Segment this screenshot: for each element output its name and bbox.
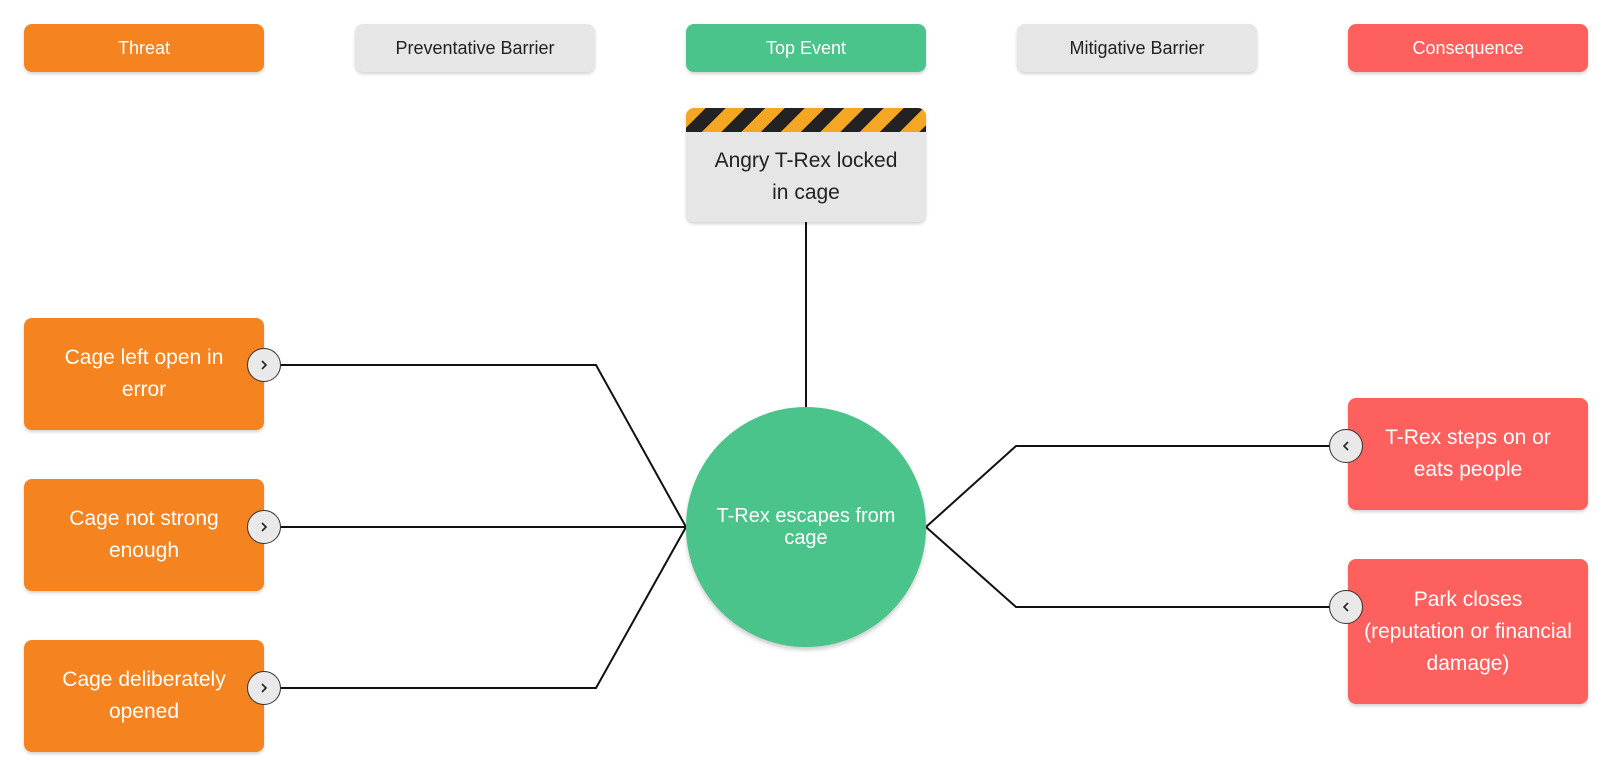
consequence-label-1: T-Rex steps on or eats people xyxy=(1385,426,1551,481)
chevron-left-icon xyxy=(1342,441,1349,451)
chevron-right-icon xyxy=(261,360,268,370)
header-threat: Threat xyxy=(24,24,264,72)
hazard-box[interactable]: Angry T-Rex locked in cage xyxy=(686,108,926,222)
header-preventative-barrier: Preventative Barrier xyxy=(355,24,595,72)
threat-connector-1 xyxy=(278,364,687,528)
consequence-connector-1 xyxy=(925,445,1330,528)
hazard-label: Angry T-Rex locked in cage xyxy=(714,149,898,204)
threat-connector-3 xyxy=(278,526,687,689)
consequence-expand-button-1[interactable] xyxy=(1329,429,1363,463)
hazard-stripes xyxy=(686,108,926,132)
chevron-right-icon xyxy=(261,683,268,693)
chevron-left-icon xyxy=(1342,602,1349,612)
consequence-box-1[interactable]: T-Rex steps on or eats people xyxy=(1348,398,1588,510)
top-event-label: T-Rex escapes from cage xyxy=(716,505,896,549)
threat-label-2: Cage not strong enough xyxy=(69,507,219,562)
threat-expand-button-1[interactable] xyxy=(247,348,281,382)
consequence-box-2[interactable]: Park closes (reputation or financial dam… xyxy=(1348,559,1588,704)
threat-label-3: Cage deliberately opened xyxy=(62,668,226,723)
threat-expand-button-2[interactable] xyxy=(247,510,281,544)
header-consequence: Consequence xyxy=(1348,24,1588,72)
threat-label-1: Cage left open in error xyxy=(64,346,224,401)
consequence-label-2: Park closes (reputation or financial dam… xyxy=(1364,587,1572,675)
threat-box-1[interactable]: Cage left open in error xyxy=(24,318,264,430)
header-top-event: Top Event xyxy=(686,24,926,72)
top-event-circle[interactable]: T-Rex escapes from cage xyxy=(686,407,926,647)
chevron-right-icon xyxy=(261,522,268,532)
threat-box-3[interactable]: Cage deliberately opened xyxy=(24,640,264,752)
threat-box-2[interactable]: Cage not strong enough xyxy=(24,479,264,591)
threat-expand-button-3[interactable] xyxy=(247,671,281,705)
consequence-expand-button-2[interactable] xyxy=(1329,590,1363,624)
header-mitigative-barrier: Mitigative Barrier xyxy=(1017,24,1257,72)
consequence-connector-2 xyxy=(925,526,1330,608)
